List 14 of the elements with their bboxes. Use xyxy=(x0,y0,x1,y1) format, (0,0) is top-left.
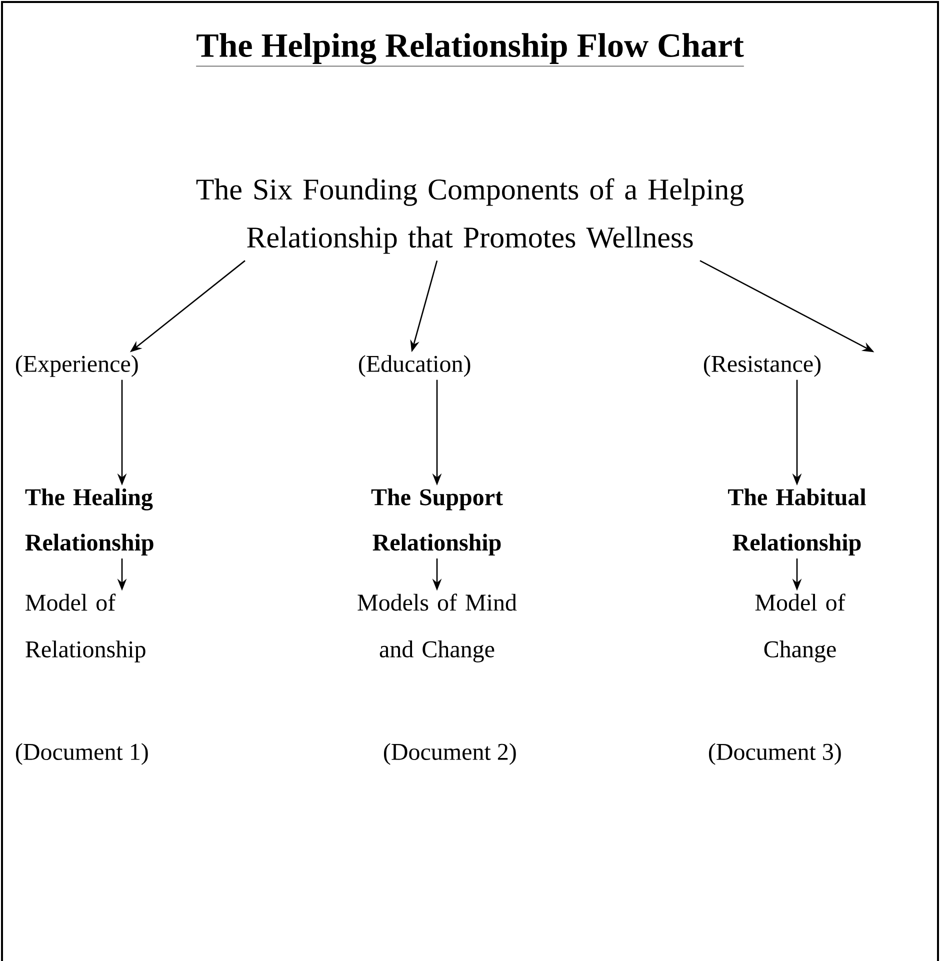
model-text: Model of Relationship xyxy=(26,594,146,662)
document-label: (Document 3) xyxy=(708,743,841,765)
relationship-heading: The Support Relationship xyxy=(371,488,503,556)
category-label: (Education) xyxy=(358,355,470,377)
category-label: (Resistance) xyxy=(704,355,821,377)
title: The Helping Relationship Flow Chart xyxy=(196,33,744,66)
category-label: (Experience) xyxy=(16,355,138,377)
relationship-heading: The Healing Relationship xyxy=(25,488,154,556)
relationship-heading: The Habitual Relationship xyxy=(728,488,866,556)
model-text: Models of Mind and Change xyxy=(358,594,517,662)
model-text: Model of Change xyxy=(755,594,846,662)
document-label: (Document 2) xyxy=(384,743,516,765)
document-label: (Document 1) xyxy=(16,743,148,765)
heading-text: The Six Founding Components of a Helping Relationship that Promotes Wellness xyxy=(196,178,744,254)
